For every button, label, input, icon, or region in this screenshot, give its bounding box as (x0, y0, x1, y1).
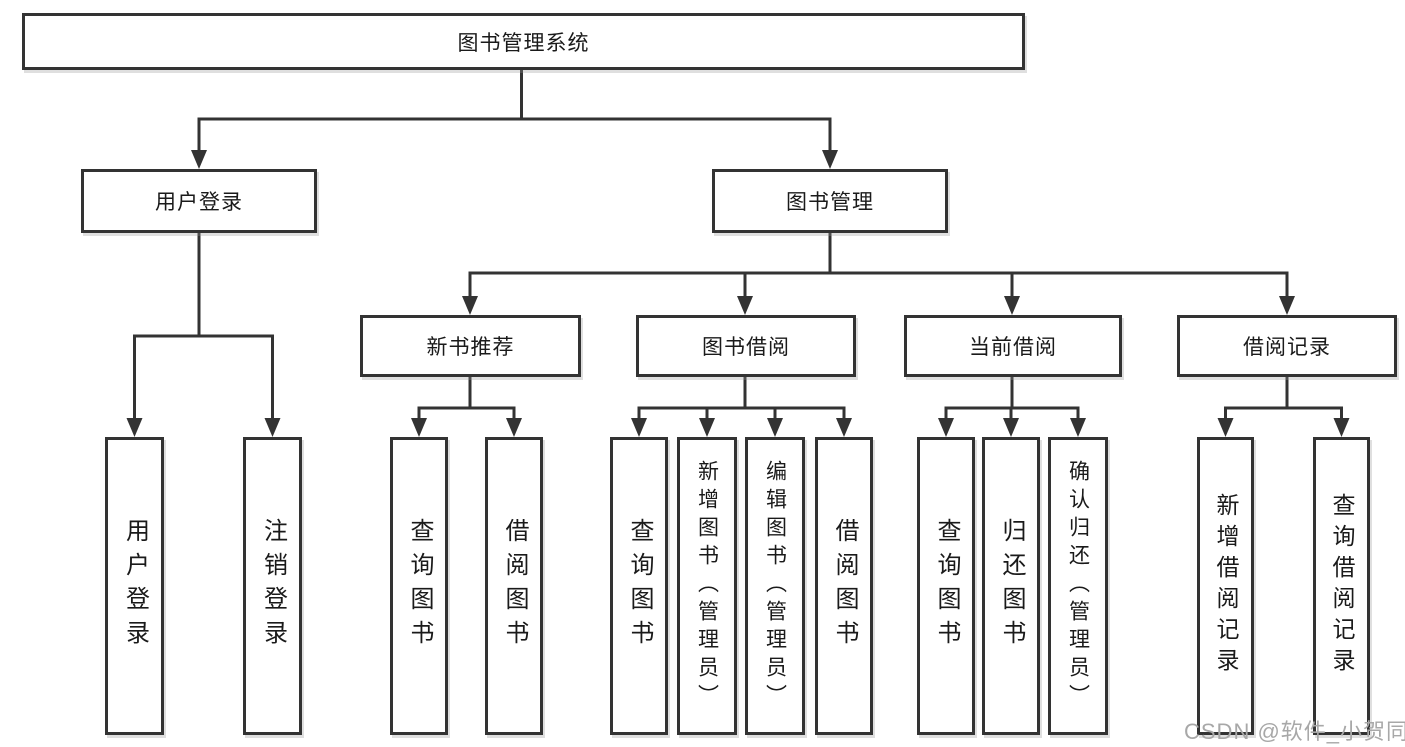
leaf-query-borrow-record: 查询借阅记录 (1313, 437, 1370, 735)
connector-line (1224, 377, 1343, 419)
arrow-down-icon (822, 150, 838, 169)
arrow-down-icon (1279, 296, 1295, 315)
connector-user-login-to-leaves (126, 233, 281, 437)
leaf-add-book-admin: 新增图书（管理员） (677, 437, 737, 735)
connector-line (637, 377, 846, 419)
node-current-borrow: 当前借阅 (904, 315, 1122, 377)
arrow-down-icon (631, 418, 647, 437)
arrow-down-icon (1070, 418, 1086, 437)
leaf-query-books-borrow: 查询图书 (610, 437, 668, 735)
arrow-down-icon (191, 150, 207, 169)
leaf-logout: 注销登录 (243, 437, 302, 735)
arrow-down-icon (1004, 296, 1020, 315)
arrow-down-icon (836, 418, 852, 437)
connector-line (944, 377, 1080, 419)
node-user-login: 用户登录 (81, 169, 317, 233)
leaf-query-books-recommend: 查询图书 (390, 437, 448, 735)
connector-borrow-records-to-leaves (1217, 377, 1350, 437)
csdn-watermark: CSDN @软件_小贺同学 (1184, 719, 1405, 744)
arrow-down-icon (264, 418, 281, 437)
node-borrow-records: 借阅记录 (1177, 315, 1397, 377)
connector-line (468, 233, 1289, 297)
arrow-down-icon (126, 418, 143, 437)
connector-book-borrow-to-leaves (631, 377, 852, 437)
leaf-user-login: 用户登录 (105, 437, 164, 735)
leaf-borrow-books-recommend: 借阅图书 (485, 437, 543, 735)
leaf-query-books-current: 查询图书 (917, 437, 975, 735)
arrow-down-icon (938, 418, 954, 437)
arrow-down-icon (462, 296, 478, 315)
connector-line (133, 233, 274, 419)
arrow-down-icon (737, 296, 753, 315)
leaf-return-books: 归还图书 (982, 437, 1040, 735)
arrow-down-icon (1333, 418, 1350, 437)
arrow-down-icon (506, 418, 522, 437)
arrow-down-icon (1217, 418, 1234, 437)
connector-line (417, 377, 516, 419)
node-new-book-recommend: 新书推荐 (360, 315, 581, 377)
connector-root-to-level2 (191, 69, 838, 169)
arrow-down-icon (411, 418, 427, 437)
node-book-borrow: 图书借阅 (636, 315, 856, 377)
leaf-confirm-return-admin: 确认归还（管理员） (1048, 437, 1108, 735)
arrow-down-icon (699, 418, 715, 437)
connector-line (197, 69, 832, 151)
node-book-management: 图书管理 (712, 169, 948, 233)
leaf-add-borrow-record: 新增借阅记录 (1197, 437, 1254, 735)
leaf-edit-book-admin: 编辑图书（管理员） (745, 437, 805, 735)
connector-current-borrow-to-leaves (938, 377, 1086, 437)
arrow-down-icon (1003, 418, 1019, 437)
connector-book-management-to-level3 (462, 233, 1295, 315)
leaf-borrow-books-borrow: 借阅图书 (815, 437, 873, 735)
arrow-down-icon (767, 418, 783, 437)
node-root-library-system: 图书管理系统 (22, 13, 1025, 70)
connector-new-book-recommend-to-leaves (411, 377, 522, 437)
